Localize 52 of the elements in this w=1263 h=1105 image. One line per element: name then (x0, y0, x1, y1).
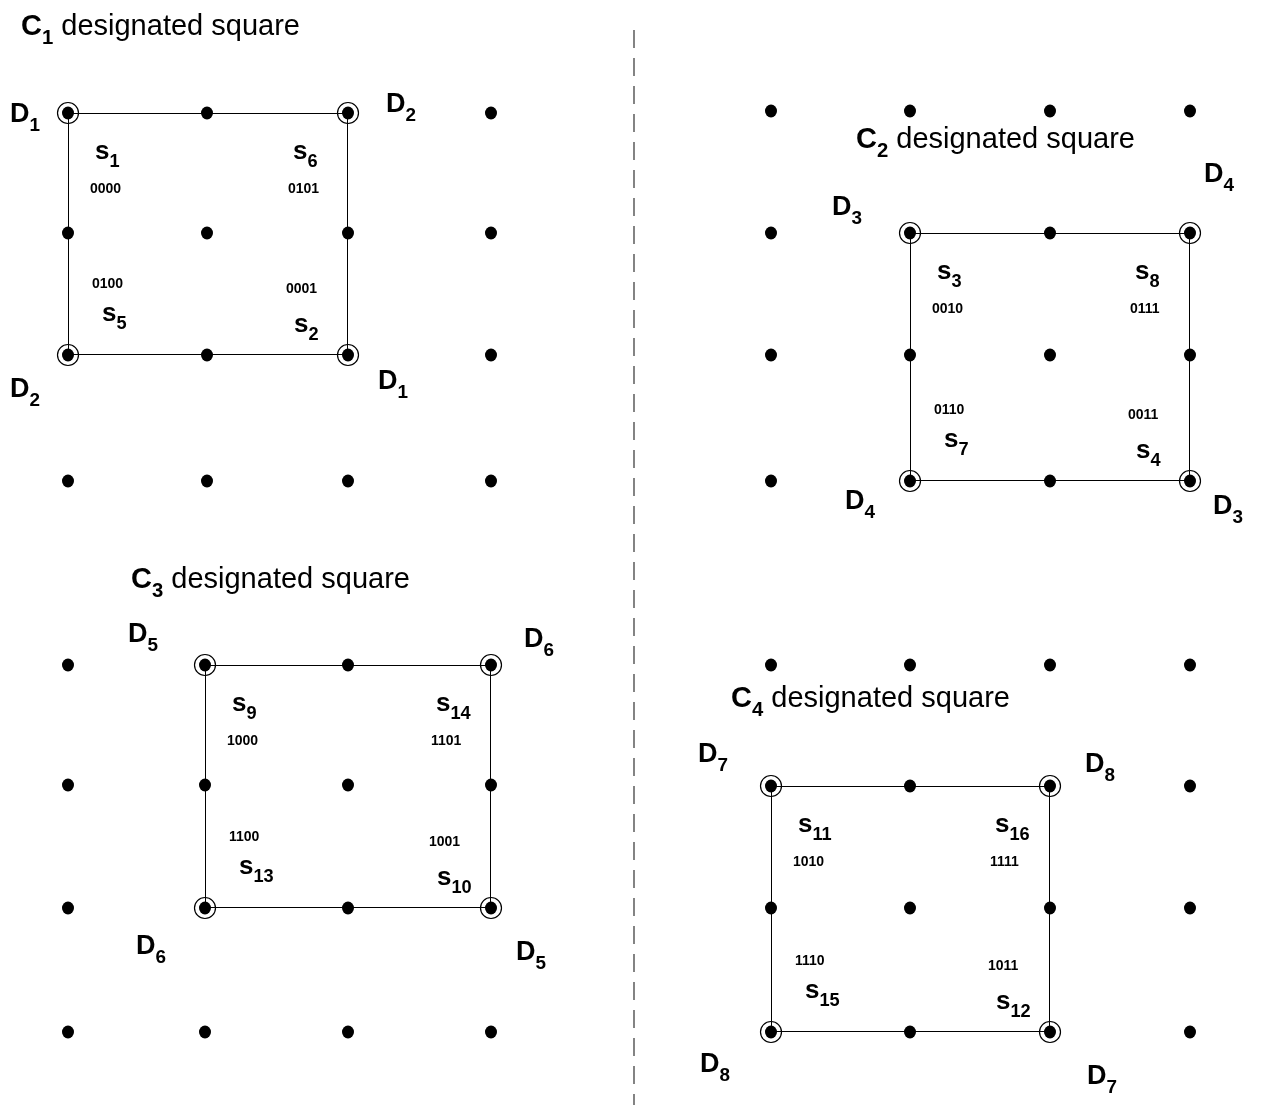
symbol-label: s$_{8}$ (1135, 257, 1160, 291)
corner-label: D$_{5}$ (516, 938, 546, 973)
corner-label: D$_{7}$ (698, 740, 728, 775)
corner-label: D$_{4}$ (1204, 160, 1234, 195)
corner-label: D$_{1}$ (10, 100, 40, 135)
corner-label: D$_{3}$ (832, 193, 862, 228)
corner-label: D$_{6}$ (524, 625, 554, 660)
corner-label: D$_{7}$ (1087, 1062, 1117, 1097)
bit-code-label: 0101 (288, 181, 320, 195)
bit-code-label: 0011 (1128, 407, 1159, 421)
symbol-label: s$_{15}$ (805, 976, 840, 1010)
bit-code-label: 0010 (932, 301, 964, 315)
bit-code-label: 0100 (92, 276, 124, 290)
symbol-label: s$_{9}$ (232, 689, 257, 723)
symbol-label: s$_{1}$ (95, 137, 120, 171)
square-title: C$_{3}$ designated square (131, 564, 410, 601)
bit-code-label: 0111 (1130, 301, 1160, 315)
corner-label: D$_{8}$ (700, 1050, 730, 1085)
square-title: C$_{4}$ designated square (731, 683, 1010, 720)
corner-label: D$_{4}$ (845, 487, 875, 522)
symbol-label: s$_{2}$ (294, 310, 319, 344)
bit-code-label: 1001 (429, 834, 461, 848)
symbol-label: s$_{13}$ (239, 852, 274, 886)
bit-code-label: 1100 (229, 829, 260, 843)
symbol-label: s$_{14}$ (436, 689, 471, 723)
symbol-label: s$_{3}$ (937, 257, 962, 291)
bit-code-label: 0110 (934, 402, 965, 416)
bit-code-label: 1111 (990, 854, 1019, 868)
symbol-label: s$_{4}$ (1136, 436, 1161, 470)
symbol-label: s$_{11}$ (798, 810, 832, 844)
corner-label: D$_{5}$ (128, 620, 158, 655)
symbol-label: s$_{5}$ (102, 299, 127, 333)
square-title: C$_{1}$ designated square (21, 11, 300, 48)
bit-code-label: 1110 (795, 953, 825, 967)
corner-label: D$_{2}$ (10, 375, 40, 410)
corner-label: D$_{8}$ (1085, 750, 1115, 785)
bit-code-label: 0000 (90, 181, 122, 195)
bit-code-label: 1010 (793, 854, 825, 868)
symbol-label: s$_{12}$ (996, 987, 1031, 1021)
square-title: C$_{2}$ designated square (856, 124, 1135, 161)
symbol-label: s$_{7}$ (944, 425, 969, 459)
corner-label: D$_{2}$ (386, 90, 416, 125)
bit-code-label: 1000 (227, 733, 259, 747)
corner-label: D$_{3}$ (1213, 492, 1243, 527)
symbol-label: s$_{6}$ (293, 137, 318, 171)
bit-code-label: 1011 (988, 958, 1019, 972)
corner-label: D$_{6}$ (136, 932, 166, 967)
symbol-label: s$_{16}$ (995, 810, 1030, 844)
corner-label: D$_{1}$ (378, 367, 408, 402)
bit-code-label: 0001 (286, 281, 318, 295)
bit-code-label: 1101 (431, 733, 462, 747)
symbol-label: s$_{10}$ (437, 863, 472, 897)
